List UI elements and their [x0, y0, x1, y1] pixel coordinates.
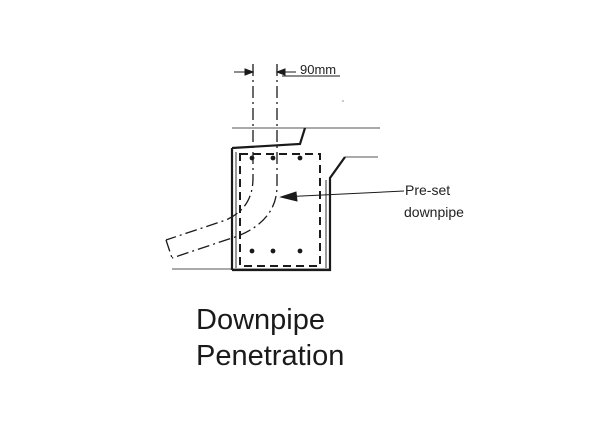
caption-line2: Penetration — [196, 340, 345, 372]
dimension-arrow-left — [244, 68, 255, 76]
reinforcement-cage — [239, 153, 321, 267]
speck — [342, 100, 344, 102]
beam-outline — [230, 127, 346, 272]
rebar-dots — [249, 155, 303, 254]
rebar-dot — [270, 248, 276, 254]
dimension-90mm — [234, 68, 340, 77]
rebar-dot — [297, 248, 303, 254]
caption-line1: Downpipe — [196, 304, 325, 336]
pipe-label-line2: downpipe — [404, 204, 464, 220]
downpipe-left-wall — [165, 64, 254, 241]
leader-line — [280, 190, 405, 198]
leader-arrow — [279, 191, 298, 202]
downpipe — [165, 64, 278, 259]
dimension-label: 90mm — [300, 62, 336, 77]
label-leader — [279, 190, 405, 202]
downpipe-end-cap — [165, 239, 173, 259]
rebar-dot — [297, 155, 303, 161]
rebar-dot — [270, 155, 276, 161]
rebar-dot — [249, 155, 255, 161]
dimension-arrow-right — [275, 68, 286, 76]
rebar-dot — [249, 248, 255, 254]
downpipe-right-wall — [171, 64, 278, 259]
diagram-caption: Downpipe Penetration — [196, 302, 344, 374]
pipe-label-line1: Pre-set — [405, 182, 450, 198]
